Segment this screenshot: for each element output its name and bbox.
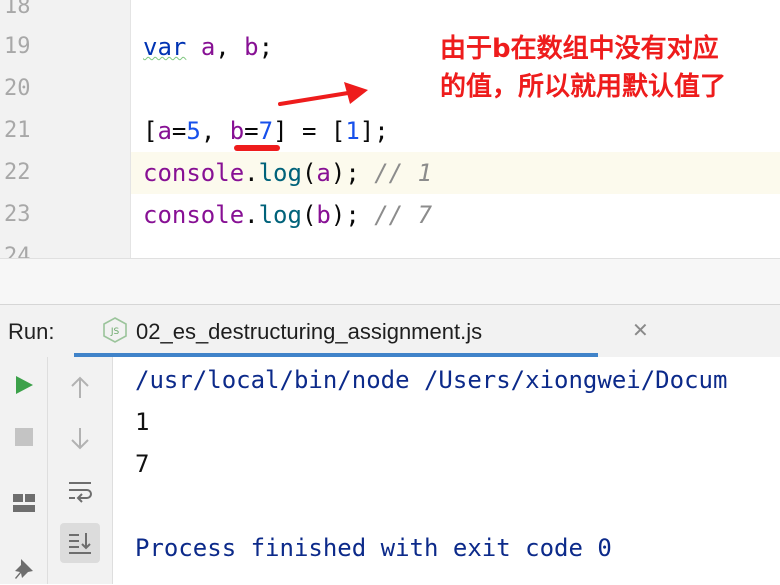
console-output[interactable]: /usr/local/bin/node /Users/xiongwei/Docu… xyxy=(113,357,780,584)
stop-icon xyxy=(15,428,33,446)
soft-wrap-icon xyxy=(69,482,92,503)
close-icon[interactable]: ✕ xyxy=(632,318,649,342)
var-b: b xyxy=(316,201,331,229)
var-b: b xyxy=(244,33,259,61)
pin-icon xyxy=(15,559,33,579)
dot: . xyxy=(244,159,259,187)
run-label: Run: xyxy=(8,319,55,344)
paren-end: ); xyxy=(330,159,360,187)
var-a: a xyxy=(316,159,331,187)
run-toolbar-secondary xyxy=(48,357,113,584)
code-line-23[interactable]: console.log(b); // 7 xyxy=(143,200,432,230)
line-number: 23 xyxy=(4,202,31,227)
js-file-icon: JS xyxy=(103,317,127,343)
arrow-down-icon xyxy=(71,428,89,450)
code-line-19[interactable]: var a, b; xyxy=(143,32,273,62)
line-number: 21 xyxy=(4,118,31,143)
bracket-assign: ] = [ xyxy=(273,117,346,145)
comment: // 7 xyxy=(374,201,433,229)
number-5: 5 xyxy=(186,117,201,145)
var-a: a xyxy=(200,33,216,61)
console-object: console xyxy=(143,159,245,187)
scroll-to-end-icon xyxy=(69,533,91,554)
console-exit-message: Process finished with exit code 0 xyxy=(135,534,612,562)
tab-active-indicator xyxy=(74,353,598,357)
layout-button[interactable] xyxy=(8,487,40,519)
run-toolbar-primary xyxy=(0,357,48,584)
line-number: 24 xyxy=(4,244,31,258)
paren: ( xyxy=(301,159,317,187)
scroll-to-end-button[interactable] xyxy=(60,523,100,563)
run-panel-header: Run: JS 02_es_destructuring_assignment.j… xyxy=(0,304,780,358)
scroll-down-button[interactable] xyxy=(64,423,96,455)
scroll-up-button[interactable] xyxy=(64,371,96,403)
paren-end: ); xyxy=(330,201,360,229)
equals: = xyxy=(171,117,187,145)
paren: ( xyxy=(301,201,317,229)
equals: = xyxy=(244,117,259,145)
semicolon: ; xyxy=(258,33,274,61)
line-number: 18 xyxy=(4,0,31,19)
tab-run-config[interactable]: JS 02_es_destructuring_assignment.js ✕ xyxy=(74,305,649,357)
separator: , xyxy=(215,33,245,61)
red-underline-annotation xyxy=(234,145,280,151)
layout-icon xyxy=(13,494,35,512)
red-arrow-annotation xyxy=(278,82,368,106)
var-a: a xyxy=(157,117,172,145)
console-object: console xyxy=(143,201,245,229)
line-number: 19 xyxy=(4,34,31,59)
play-icon xyxy=(16,376,33,394)
bracket: [ xyxy=(143,117,158,145)
current-line-highlight xyxy=(131,152,780,194)
keyword-var: var xyxy=(143,33,187,61)
code-editor[interactable]: 18 19 20 21 22 23 24 var a, b; [a=5, b=7… xyxy=(0,0,780,258)
console-command-line: /usr/local/bin/node /Users/xiongwei/Docu… xyxy=(135,366,728,394)
line-number: 22 xyxy=(4,160,31,185)
var-b: b xyxy=(229,117,245,145)
stop-button[interactable] xyxy=(8,421,40,453)
code-line-22[interactable]: console.log(a); // 1 xyxy=(143,158,432,188)
bracket-end: ]; xyxy=(359,117,389,145)
line-number: 20 xyxy=(4,76,31,101)
soft-wrap-button[interactable] xyxy=(64,475,96,507)
separator: , xyxy=(200,117,230,145)
arrow-up-icon xyxy=(71,376,89,398)
tab-title: 02_es_destructuring_assignment.js xyxy=(136,319,483,344)
svg-text:JS: JS xyxy=(110,327,120,337)
rerun-button[interactable] xyxy=(8,369,40,401)
pin-tab-button[interactable] xyxy=(8,553,40,585)
number-7: 7 xyxy=(258,117,274,145)
line-number-gutter: 18 19 20 21 22 23 24 xyxy=(0,0,131,258)
console-output-line: 7 xyxy=(135,450,150,478)
code-line-21[interactable]: [a=5, b=7] = [1]; xyxy=(143,116,389,146)
comment: // 1 xyxy=(374,159,433,187)
dot: . xyxy=(244,201,259,229)
annotation-note: 由于b在数组中没有对应的值，所以就用默认值了 xyxy=(440,34,727,102)
log-method: log xyxy=(258,201,302,229)
console-output-line: 1 xyxy=(135,408,150,436)
log-method: log xyxy=(258,159,302,187)
number-1: 1 xyxy=(345,117,360,145)
panel-divider[interactable] xyxy=(0,258,780,305)
